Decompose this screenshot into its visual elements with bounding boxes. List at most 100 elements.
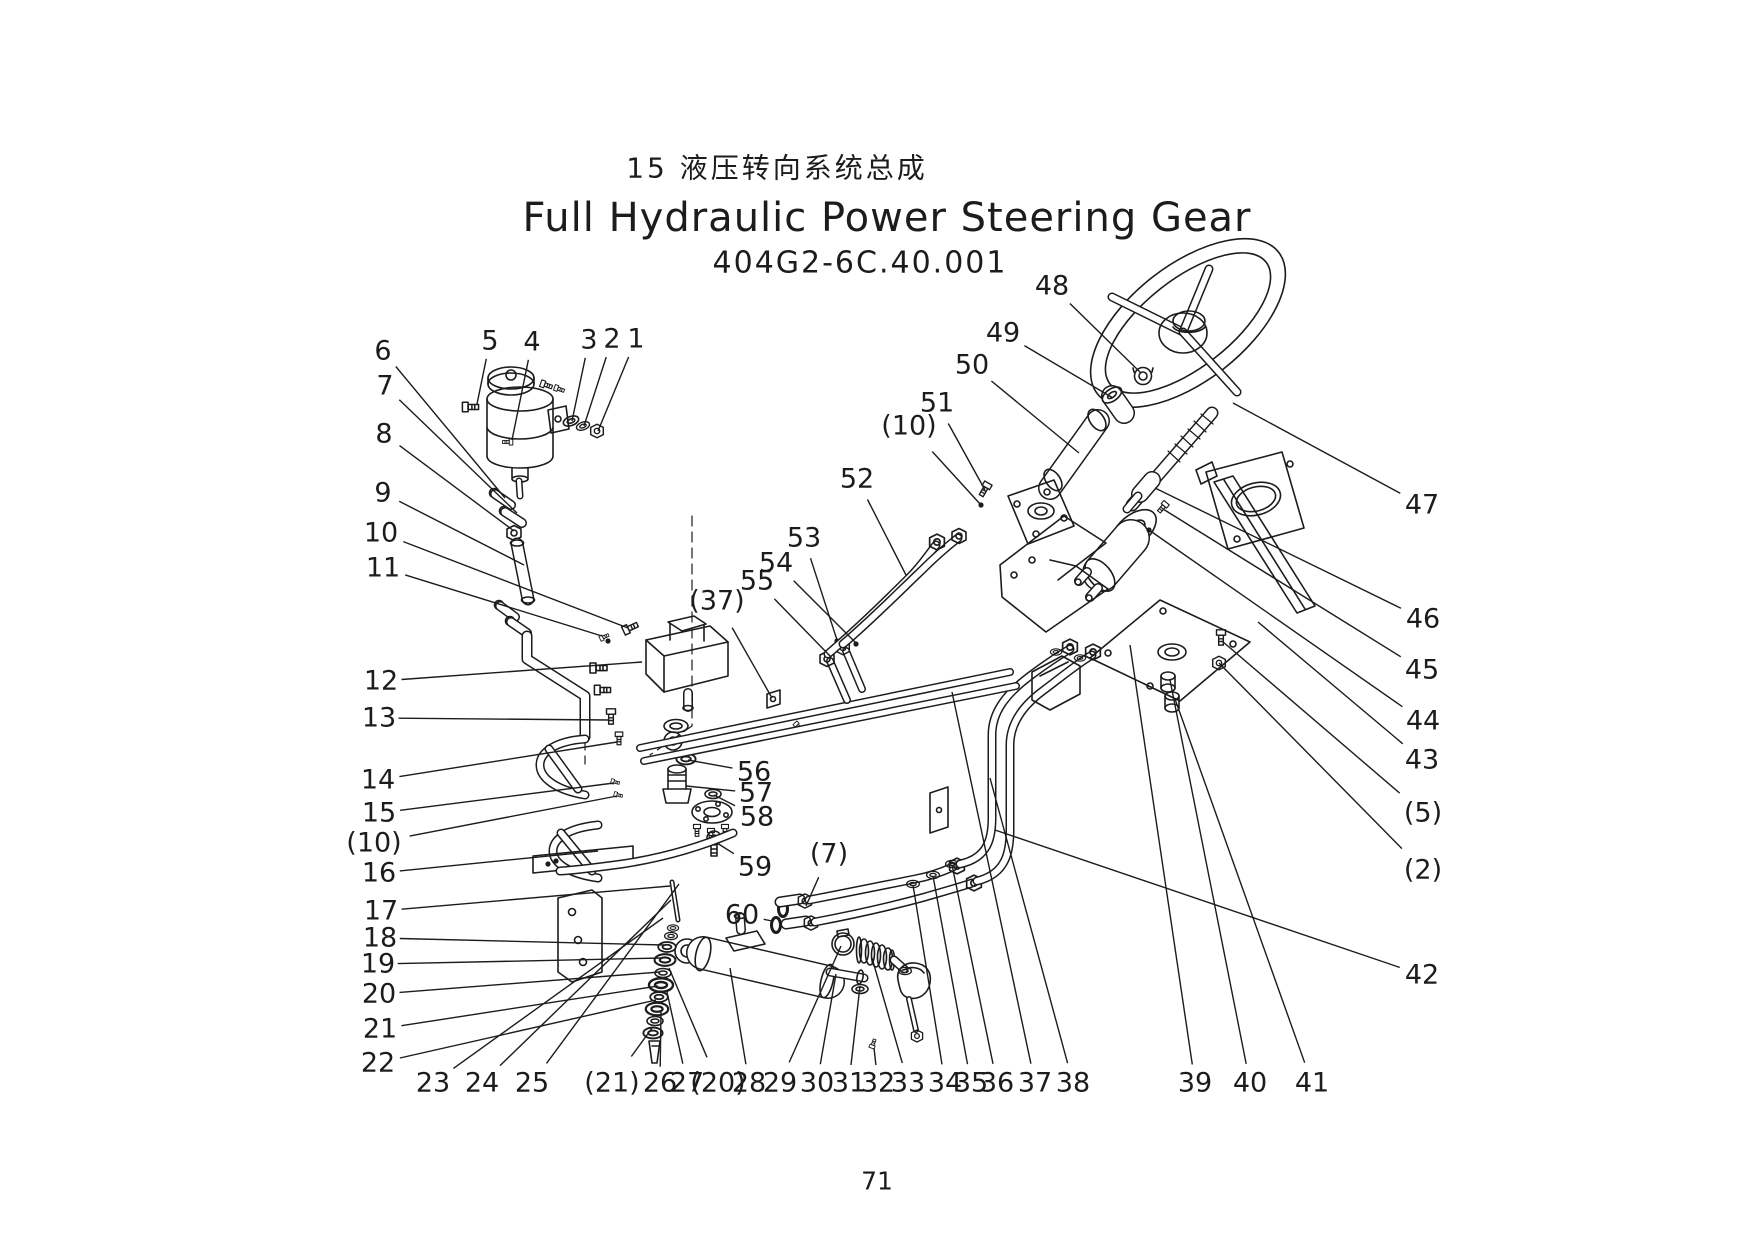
support-plates bbox=[999, 451, 1316, 713]
leader-line-18 bbox=[399, 937, 665, 946]
leader-line-45 bbox=[1162, 508, 1402, 658]
leader-line-2b bbox=[1218, 662, 1403, 850]
part-label-28: 28 bbox=[732, 1068, 766, 1099]
leader-line-2 bbox=[583, 356, 607, 427]
leader-line-50 bbox=[990, 380, 1080, 454]
leader-line-4 bbox=[511, 359, 530, 441]
part-label-20: 20 bbox=[362, 979, 396, 1010]
part-label-35: 35 bbox=[954, 1068, 988, 1099]
leader-line-52 bbox=[866, 499, 907, 576]
band-screw-icon bbox=[502, 438, 514, 446]
leader-line-5 bbox=[476, 358, 487, 405]
gear-pump bbox=[589, 515, 733, 857]
leader-line-14 bbox=[399, 741, 618, 778]
reservoir-tank bbox=[461, 366, 605, 500]
part-label-50: 50 bbox=[955, 350, 989, 381]
part-label-26: 26 bbox=[643, 1068, 677, 1099]
part-label-43: 43 bbox=[1405, 745, 1439, 776]
part-label-55: 55 bbox=[740, 566, 774, 597]
part-label-39: 39 bbox=[1178, 1068, 1212, 1099]
leader-line-32 bbox=[873, 1047, 877, 1066]
part-label-9: 9 bbox=[374, 478, 391, 509]
part-label-19: 19 bbox=[361, 949, 395, 980]
leader-line-10c bbox=[931, 451, 982, 506]
leader-line-38 bbox=[989, 777, 1069, 1064]
leader-line-33 bbox=[871, 957, 903, 1064]
part-label-4: 4 bbox=[523, 327, 540, 358]
mounting-brackets bbox=[532, 689, 949, 983]
part-label-5b: (5) bbox=[1404, 798, 1442, 829]
leader-line-39 bbox=[1129, 644, 1193, 1065]
part-label-2: 2 bbox=[603, 324, 620, 355]
part-label-46: 46 bbox=[1406, 604, 1440, 635]
leader-line-34 bbox=[912, 884, 943, 1065]
part-label-23: 23 bbox=[416, 1068, 450, 1099]
part-label-25: 25 bbox=[515, 1068, 549, 1099]
leader-line-10b bbox=[409, 795, 618, 837]
part-label-13: 13 bbox=[362, 703, 396, 734]
part-label-1: 1 bbox=[627, 324, 644, 355]
leader-line-13 bbox=[398, 717, 610, 721]
leader-line-47 bbox=[1232, 402, 1401, 494]
steering-wheel bbox=[1089, 237, 1287, 409]
leader-line-48 bbox=[1069, 302, 1142, 374]
leader-line-7b bbox=[805, 876, 820, 907]
callouts: 123456789101112131415(10)161718192021222… bbox=[346, 271, 1442, 1099]
wheel-nut-icon bbox=[1132, 367, 1154, 373]
leader-line-40 bbox=[1169, 679, 1247, 1065]
leader-line-6 bbox=[395, 366, 506, 499]
part-label-34: 34 bbox=[928, 1068, 962, 1099]
spline-icon bbox=[1167, 413, 1214, 463]
part-label-27: 27 bbox=[670, 1068, 704, 1099]
leader-line-11 bbox=[404, 574, 603, 637]
leader-line-29 bbox=[788, 945, 842, 1063]
part-label-30: 30 bbox=[800, 1068, 834, 1099]
leader-line-19 bbox=[397, 957, 663, 965]
part-label-51: 51 bbox=[920, 388, 954, 419]
leader-line-35 bbox=[932, 875, 969, 1065]
part-label-32: 32 bbox=[861, 1068, 895, 1099]
part-label-10b: (10) bbox=[346, 828, 401, 859]
leader-line-12 bbox=[401, 661, 643, 681]
steel-pipes bbox=[555, 527, 1102, 886]
leader-line-5b bbox=[1221, 640, 1401, 794]
leader-line-7 bbox=[398, 399, 518, 514]
part-label-42: 42 bbox=[1405, 960, 1439, 991]
part-label-33: 33 bbox=[891, 1068, 925, 1099]
leader-line-10 bbox=[403, 540, 629, 629]
part-label-8: 8 bbox=[375, 419, 392, 450]
leader-line-30 bbox=[819, 973, 837, 1065]
part-label-53: 53 bbox=[787, 523, 821, 554]
leader-line-58 bbox=[713, 794, 736, 807]
part-label-29: 29 bbox=[763, 1068, 797, 1099]
leader-line-23 bbox=[452, 917, 664, 1069]
page-title-chinese: 15 液压转向系统总成 bbox=[626, 152, 928, 185]
part-label-7b: (7) bbox=[810, 839, 848, 870]
part-label-12: 12 bbox=[364, 666, 398, 697]
part-label-44: 44 bbox=[1406, 706, 1440, 737]
leader-line-36 bbox=[951, 864, 994, 1064]
leader-line-15 bbox=[400, 782, 615, 811]
leader-line-37m bbox=[731, 627, 773, 699]
tank-bolt-icon bbox=[461, 401, 480, 413]
leader-line-54 bbox=[793, 580, 857, 644]
part-label-47: 47 bbox=[1405, 490, 1439, 521]
part-label-40: 40 bbox=[1233, 1068, 1267, 1099]
page-number: 71 bbox=[861, 1167, 893, 1196]
leader-line-22 bbox=[399, 999, 657, 1059]
part-label-3: 3 bbox=[580, 325, 597, 356]
part-label-14: 14 bbox=[361, 765, 395, 796]
part-label-58: 58 bbox=[740, 802, 774, 833]
part-label-21: 21 bbox=[363, 1014, 397, 1045]
leader-line-49 bbox=[1024, 344, 1114, 399]
ball-pin-icon bbox=[648, 1040, 661, 1064]
part-label-60: 60 bbox=[725, 900, 759, 931]
part-label-59: 59 bbox=[738, 852, 772, 883]
leader-line-43 bbox=[1257, 621, 1404, 745]
leader-line-26 bbox=[659, 1011, 662, 1067]
page-title-english: Full Hydraulic Power Steering Gear bbox=[522, 195, 1251, 241]
part-label-36: 36 bbox=[980, 1068, 1014, 1099]
leader-line-16 bbox=[399, 850, 599, 872]
